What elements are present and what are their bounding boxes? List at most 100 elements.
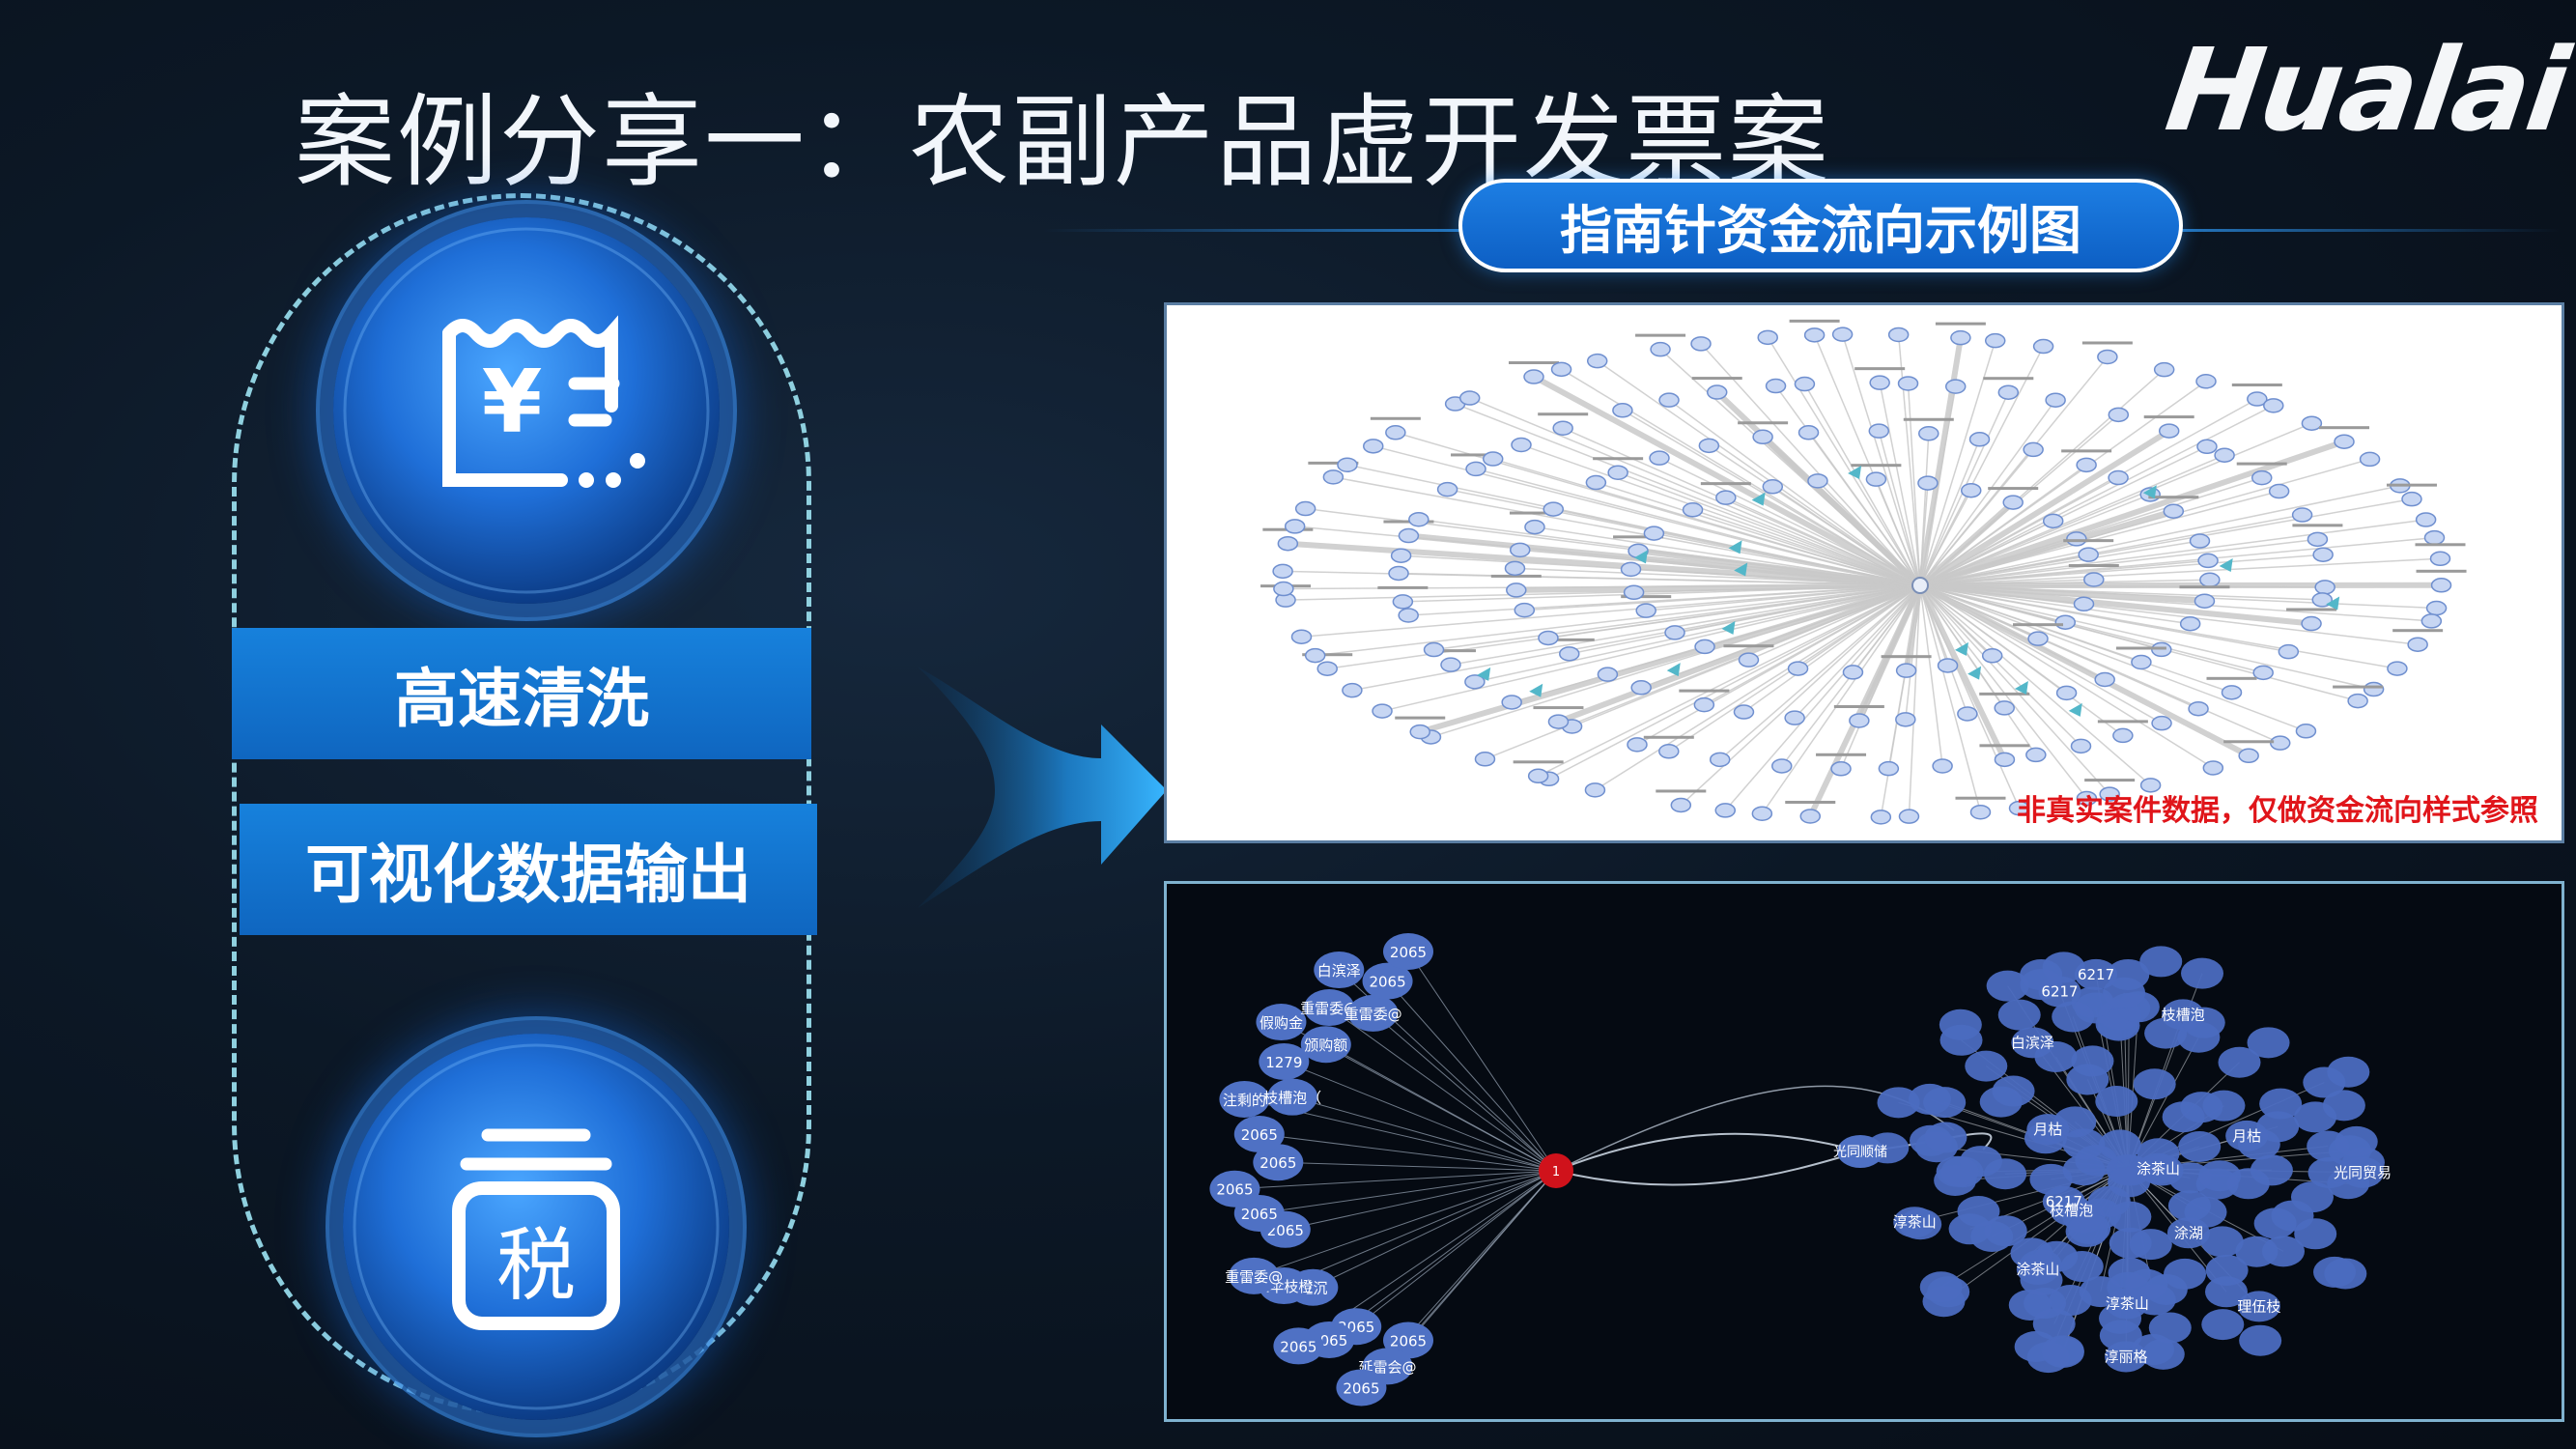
flow-edge — [1919, 538, 2318, 586]
node-label: 涂茶山 — [2137, 1160, 2180, 1178]
account-node — [2387, 661, 2408, 676]
flow-edge — [1919, 439, 2345, 588]
node-label-mark — [1833, 704, 1884, 708]
account-node — [1511, 437, 1532, 453]
account-node — [2312, 547, 2334, 562]
flow-edge — [1919, 584, 1943, 767]
node-label: 重雷委@ — [1300, 1000, 1358, 1017]
account-node — [2301, 615, 2322, 632]
flow-edge — [1548, 584, 1921, 780]
node-label-mark — [2179, 585, 2230, 589]
account-node — [1957, 1196, 2000, 1228]
flow-edge — [1919, 520, 2054, 586]
account-node — [2162, 1101, 2205, 1133]
flow-edge — [1919, 399, 2056, 586]
account-node — [1898, 809, 1920, 824]
node-label: 白滨泽 — [1317, 962, 1361, 980]
account-node — [1870, 810, 1892, 825]
account-node — [2328, 1135, 2371, 1167]
account-node — [1771, 758, 1793, 774]
account-node — [1372, 703, 1393, 719]
flow-edge — [1919, 584, 2214, 769]
account-node — [2097, 349, 2118, 365]
direction-marker — [2142, 485, 2157, 499]
account-node — [1409, 724, 1430, 740]
node-label-mark — [2415, 543, 2466, 547]
node-label-mark — [1979, 692, 2030, 696]
account-node — [2198, 1160, 2242, 1192]
account-node — [1908, 1083, 1951, 1115]
account-node — [1474, 752, 1496, 767]
node-label: 6217 — [2078, 966, 2114, 983]
node-label-mark — [1308, 461, 1359, 465]
account-node — [2109, 1227, 2152, 1259]
account-node — [2327, 1168, 2370, 1200]
account-node — [1984, 332, 2006, 349]
flow-edge — [1919, 584, 2326, 588]
flow-edge — [1767, 336, 1921, 586]
flow-edge — [1596, 481, 1921, 586]
node-label-mark — [1679, 689, 1730, 693]
account-node — [1997, 999, 2041, 1031]
account-node — [2062, 1128, 2106, 1160]
flow-edge — [1285, 1170, 1557, 1231]
node-label-mark — [1988, 487, 2039, 491]
account-node — [1970, 1220, 2014, 1252]
account-node — [1342, 682, 1363, 698]
flow-edge — [1373, 1012, 1557, 1172]
account-node — [1803, 327, 1826, 343]
flow-edge — [1919, 454, 2225, 586]
account-node — [1509, 542, 1531, 558]
flow-edge — [1284, 1061, 1557, 1172]
flow-edge — [1725, 497, 1921, 586]
account-node — [2252, 665, 2274, 681]
account-node — [2141, 1338, 2185, 1370]
account-node — [2327, 1056, 2370, 1088]
account-node — [1765, 378, 1787, 394]
account-node — [2221, 685, 2243, 700]
flow-edge — [1919, 559, 2209, 586]
account-node — [2204, 1276, 2248, 1308]
node-label-mark — [2115, 646, 2166, 650]
account-node — [2420, 613, 2443, 629]
flow-edge — [1852, 584, 1921, 673]
node-label: 枝槽泡 — [2162, 1006, 2205, 1023]
account-node — [2199, 572, 2221, 588]
account-node — [2070, 738, 2092, 754]
account-node — [1423, 641, 1445, 658]
account-node — [1965, 1050, 2008, 1082]
account-node — [1917, 475, 1939, 491]
tax-character: 税 — [496, 1220, 576, 1312]
account-node — [2062, 1154, 2106, 1186]
account-node — [1627, 737, 1648, 753]
account-node — [2250, 469, 2273, 486]
flow-edge — [1919, 584, 2084, 606]
account-node — [1229, 1257, 1280, 1294]
node-label: 白滨泽 — [2011, 1034, 2054, 1051]
flow-edge — [1919, 584, 2068, 694]
node-label-mark — [2386, 483, 2437, 487]
flow-edge — [1817, 480, 1921, 586]
account-node — [1706, 384, 1728, 400]
node-label-mark — [2231, 384, 2282, 387]
flow-edge — [1919, 557, 2441, 586]
node-label-mark — [1881, 655, 1932, 659]
account-node — [1552, 420, 1573, 436]
direction-marker — [1666, 663, 1681, 677]
flow-edge — [1908, 584, 1921, 817]
node-label: 光同贸易 — [2334, 1164, 2392, 1181]
account-node — [2201, 1309, 2245, 1341]
account-node — [2247, 1027, 2290, 1059]
node-label-mark — [1935, 322, 1986, 326]
node-label-mark — [1983, 377, 2034, 381]
node-label-mark — [1593, 457, 1644, 461]
flow-edge — [1841, 333, 1921, 586]
node-label-mark — [1723, 644, 1774, 648]
account-node — [2133, 1068, 2176, 1100]
account-node — [2144, 1273, 2188, 1305]
account-node — [1620, 561, 1642, 578]
node-label-mark — [1490, 574, 1542, 578]
fund-flow-graph-light: 非真实案件数据，仅做资金流向样式参照 — [1164, 302, 2564, 843]
node-label-mark — [2206, 676, 2257, 680]
node-label-mark — [2236, 462, 2287, 466]
